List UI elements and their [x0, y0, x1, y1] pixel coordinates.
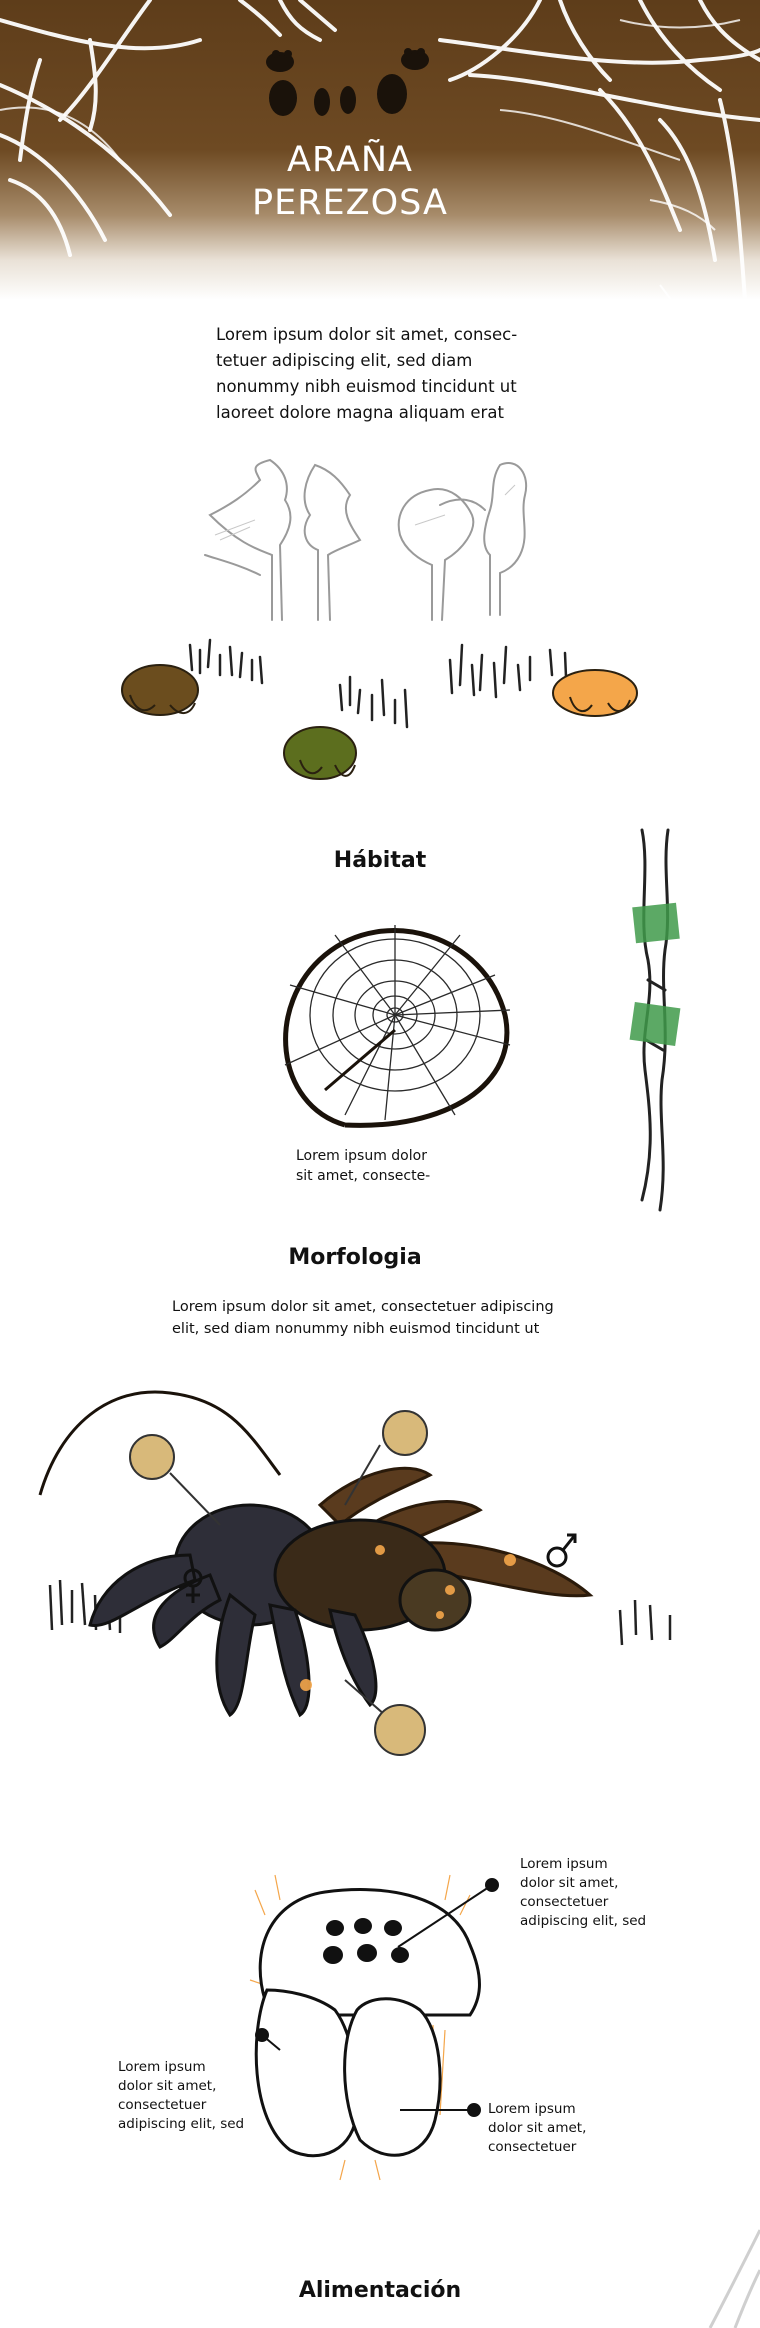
intro-line: nonummy nibh euismod tincidunt ut [216, 377, 517, 396]
branch-illustration [629, 828, 681, 1212]
male-symbol-icon [546, 1533, 577, 1568]
morfologia-text: Lorem ipsum dolor sit amet, consectetuer… [172, 1296, 652, 1340]
head-diagram-pointers [255, 1878, 499, 2117]
corner-web-strands [708, 2229, 760, 2328]
alimentacion-heading: Alimentación [298, 2278, 462, 2303]
habitat-caption-line: Lorem ipsum dolor [296, 1148, 427, 1164]
habitat-caption: Lorem ipsum dolor sit amet, consecte- [296, 1146, 496, 1186]
eyes-annotation-line: consectetuer [520, 1894, 609, 1910]
header-title-line-1: ARAÑA [287, 140, 413, 180]
left-annotation-line: adipiscing elit, sed [118, 2116, 245, 2132]
tan-marker [382, 1410, 428, 1456]
right-annotation-line: Lorem ipsum [488, 2101, 576, 2117]
left-annotation-line: consectetuer [118, 2097, 207, 2113]
morfologia-heading: Morfologia [288, 1245, 422, 1270]
spider-head-diagram [249, 1874, 481, 2181]
header-banner [0, 0, 760, 300]
eyes-annotation-line: dolor sit amet, [520, 1875, 619, 1891]
eyes-annotation-line: adipiscing elit, sed [520, 1913, 647, 1929]
header-title-line-2: PEREZOSA [252, 183, 448, 223]
right-annotation-line: dolor sit amet, [488, 2120, 587, 2136]
tan-marker [129, 1434, 175, 1480]
eyes-annotation-line: Lorem ipsum [520, 1856, 608, 1872]
eyes-annotation: Lorem ipsum dolor sit amet, consectetuer… [520, 1855, 700, 1931]
left-annotation-line: Lorem ipsum [118, 2059, 206, 2075]
spider-eyes-icon [266, 48, 429, 116]
green-band [629, 1001, 681, 1047]
right-annotation: Lorem ipsum dolor sit amet, consectetuer [488, 2100, 668, 2157]
morfologia-line: Lorem ipsum dolor sit amet, consectetuer… [172, 1299, 554, 1315]
left-annotation-line: dolor sit amet, [118, 2078, 217, 2094]
green-band [632, 902, 680, 944]
tarantula-illustration [38, 1390, 672, 1756]
tan-marker [374, 1704, 426, 1756]
intro-line: tetuer adipiscing elit, sed diam [216, 351, 473, 370]
spiderweb-circle-icon [283, 925, 511, 1128]
moss-spiders-illustration [121, 638, 638, 780]
habitat-caption-line: sit amet, consecte- [296, 1168, 431, 1184]
habitat-heading: Hábitat [333, 848, 427, 873]
female-symbol-icon [183, 1568, 203, 1603]
intro-text: Lorem ipsum dolor sit amet, consec- tetu… [216, 322, 596, 426]
morfologia-line: elit, sed diam nonummy nibh euismod tinc… [172, 1321, 540, 1337]
intro-line: laoreet dolore magna aliquam erat [216, 403, 504, 422]
right-annotation-line: consectetuer [488, 2139, 577, 2155]
tree-sketch-illustration [204, 458, 528, 621]
cobweb-icon [0, 0, 760, 306]
left-annotation: Lorem ipsum dolor sit amet, consectetuer… [118, 2058, 298, 2134]
intro-line: Lorem ipsum dolor sit amet, consec- [216, 325, 518, 344]
